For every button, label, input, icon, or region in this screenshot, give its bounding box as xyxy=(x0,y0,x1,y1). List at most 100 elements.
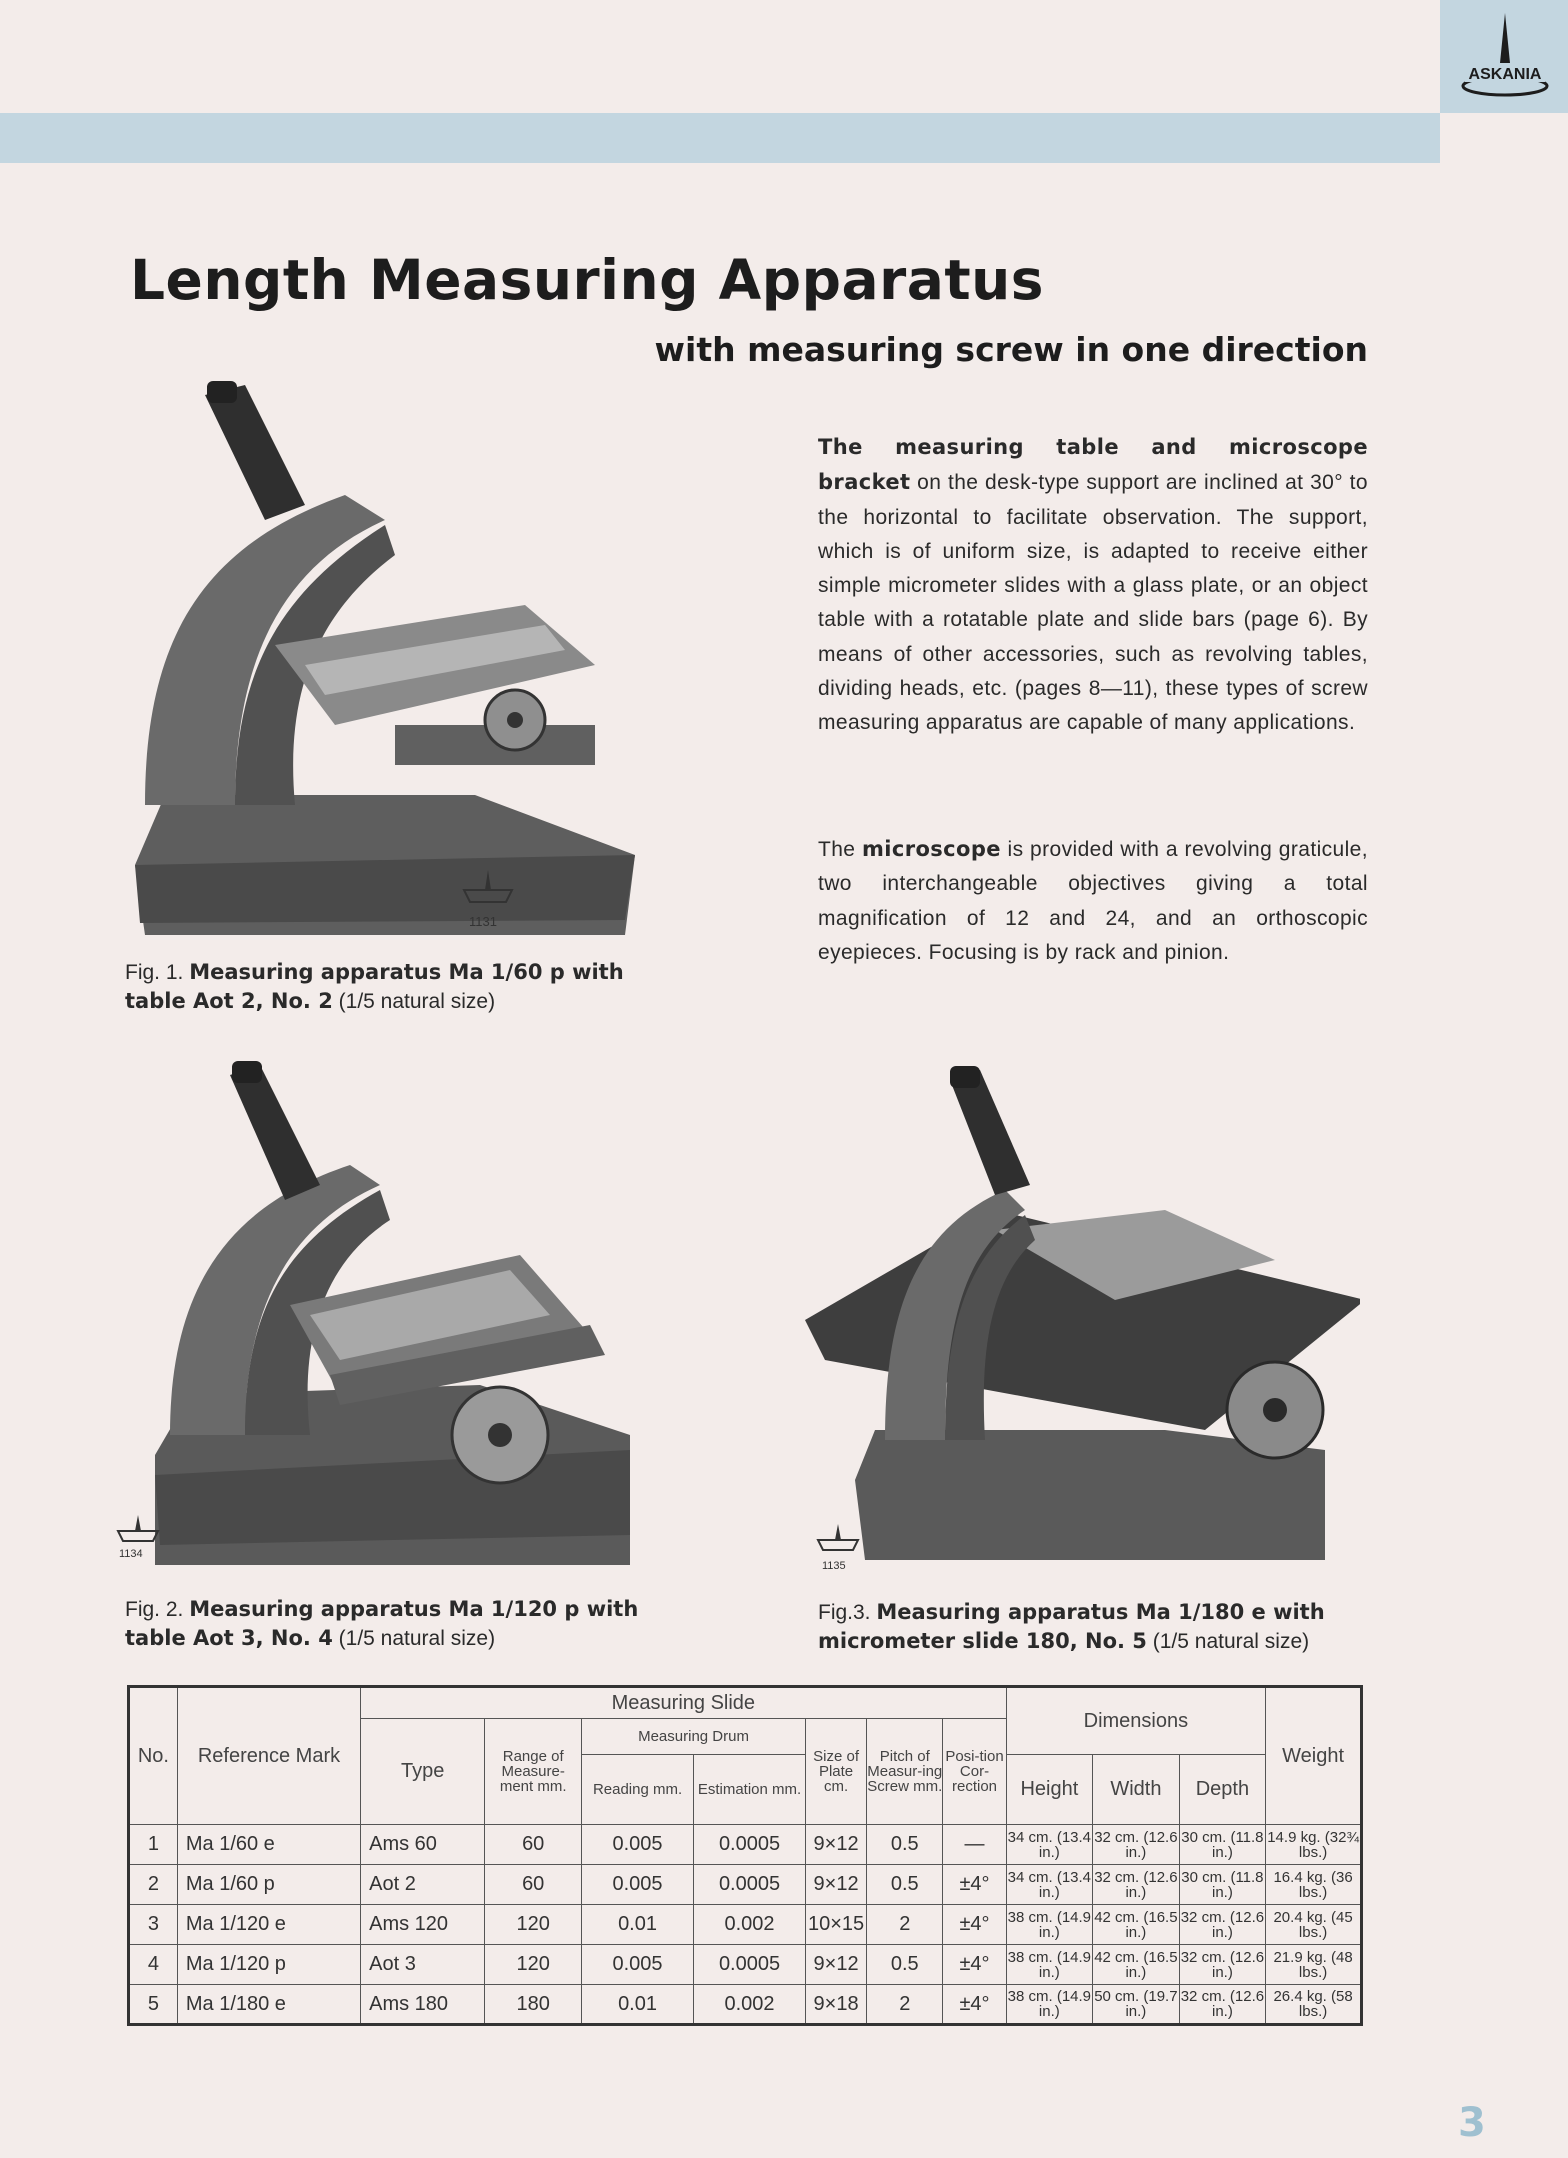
cell-reading: 0.005 xyxy=(581,1864,695,1905)
figure-3-caption: Fig.3. Measuring apparatus Ma 1/180 e wi… xyxy=(818,1598,1378,1656)
cell-depth: 32 cm. (12.6 in.) xyxy=(1178,1944,1267,1985)
intro-p1-bold: The measuring table and microscope brack… xyxy=(818,435,1368,495)
cell-weight: 14.9 kg. (32¾ lbs.) xyxy=(1265,1824,1362,1865)
cell-ref: Ma 1/120 p xyxy=(176,1944,362,1985)
intro-p2-pre: The xyxy=(818,838,862,861)
cell-type: Ams 180 xyxy=(360,1984,486,2025)
cell-weight: 16.4 kg. (36 lbs.) xyxy=(1265,1864,1362,1905)
cell-size: 9×18 xyxy=(805,1984,868,2025)
figure-2-scale: (1/5 natural size) xyxy=(332,1627,496,1650)
askania-logo-icon: ASKANIA xyxy=(1461,13,1549,97)
cell-weight: 26.4 kg. (58 lbs.) xyxy=(1265,1984,1362,2025)
figure-3-scale: (1/5 natural size) xyxy=(1146,1630,1310,1653)
cell-depth: 32 cm. (12.6 in.) xyxy=(1178,1904,1267,1945)
page-number: 3 xyxy=(1458,2100,1486,2146)
header-weight: Weight xyxy=(1265,1686,1362,1825)
figure-1-scale: (1/5 natural size) xyxy=(332,990,496,1013)
table-row: 3 Ma 1/120 e Ams 120 120 0.01 0.002 10×1… xyxy=(128,1904,1362,1945)
cell-size: 9×12 xyxy=(805,1824,868,1865)
header-band xyxy=(0,113,1440,163)
cell-pitch: 2 xyxy=(866,1984,944,2025)
intro-p1-text: on the desk-type support are inclined at… xyxy=(818,471,1368,735)
figure-3-title: Measuring apparatus Ma 1/180 e with micr… xyxy=(818,1600,1325,1653)
header-range: Range of Measure-ment mm. xyxy=(484,1718,583,1825)
cell-no: 1 xyxy=(128,1824,178,1865)
cell-no: 4 xyxy=(128,1944,178,1985)
cell-height: 38 cm. (14.9 in.) xyxy=(1005,1984,1094,2025)
cell-position: — xyxy=(942,1824,1007,1865)
intro-p2-bold: microscope xyxy=(861,837,1001,861)
cell-size: 9×12 xyxy=(805,1944,868,1985)
figure-1-title: Measuring apparatus Ma 1/60 p with table… xyxy=(125,960,624,1013)
cell-ref: Ma 1/60 p xyxy=(176,1864,362,1905)
figure-3-label: Fig.3. xyxy=(818,1601,877,1624)
cell-type: Aot 2 xyxy=(360,1864,486,1905)
cell-depth: 32 cm. (12.6 in.) xyxy=(1178,1984,1267,2025)
header-reading: Reading mm. xyxy=(581,1754,695,1825)
cell-no: 3 xyxy=(128,1904,178,1945)
cell-width: 42 cm. (16.5 in.) xyxy=(1092,1904,1180,1945)
table-row: 5 Ma 1/180 e Ams 180 180 0.01 0.002 9×18… xyxy=(128,1984,1362,2025)
logo-text: ASKANIA xyxy=(1469,66,1542,83)
askania-mark-icon xyxy=(816,1524,860,1551)
cell-width: 50 cm. (19.7 in.) xyxy=(1092,1984,1180,2025)
header-no: No. xyxy=(128,1686,178,1825)
cell-estimation: 0.0005 xyxy=(693,1944,807,1985)
figure-2-caption: Fig. 2. Measuring apparatus Ma 1/120 p w… xyxy=(125,1595,645,1653)
cell-position: ±4° xyxy=(942,1944,1007,1985)
cell-estimation: 0.0005 xyxy=(693,1824,807,1865)
figure-1-apparatus-photo xyxy=(135,381,635,935)
cell-type: Aot 3 xyxy=(360,1944,486,1985)
cell-position: ±4° xyxy=(942,1864,1007,1905)
cell-ref: Ma 1/180 e xyxy=(176,1984,362,2025)
cell-estimation: 0.002 xyxy=(693,1904,807,1945)
cell-ref: Ma 1/120 e xyxy=(176,1904,362,1945)
askania-mark-icon xyxy=(462,870,514,903)
header-estimation: Estimation mm. xyxy=(693,1754,807,1825)
intro-paragraph-1: The measuring table and microscope brack… xyxy=(818,430,1368,741)
figure-1-label: Fig. 1. xyxy=(125,961,190,984)
cell-type: Ams 60 xyxy=(360,1824,486,1865)
page-title: Length Measuring Apparatus xyxy=(130,248,1045,312)
header-plate-size: Size of Plate cm. xyxy=(805,1718,868,1825)
header-measuring-slide: Measuring Slide xyxy=(360,1686,1007,1719)
cell-range: 60 xyxy=(484,1824,583,1865)
cell-position: ±4° xyxy=(942,1904,1007,1945)
cell-range: 120 xyxy=(484,1944,583,1985)
table-row: 1 Ma 1/60 e Ams 60 60 0.005 0.0005 9×12 … xyxy=(128,1824,1362,1865)
cell-reading: 0.005 xyxy=(581,1824,695,1865)
cell-position: ±4° xyxy=(942,1984,1007,2025)
figure-1-number: 1131 xyxy=(469,914,497,929)
page-subtitle: with measuring screw in one direction xyxy=(654,330,1368,369)
figure-2-title: Measuring apparatus Ma 1/120 p with tabl… xyxy=(125,1597,639,1650)
header-dimensions: Dimensions xyxy=(1005,1686,1267,1755)
figure-2-number: 1134 xyxy=(119,1548,143,1560)
intro-p2-text: is provided with a revolving graticule, … xyxy=(818,838,1368,964)
cell-depth: 30 cm. (11.8 in.) xyxy=(1178,1864,1267,1905)
cell-pitch: 0.5 xyxy=(866,1944,944,1985)
cell-height: 34 cm. (13.4 in.) xyxy=(1005,1864,1094,1905)
header-depth: Depth xyxy=(1178,1754,1267,1825)
cell-height: 38 cm. (14.9 in.) xyxy=(1005,1904,1094,1945)
figure-3-apparatus-photo xyxy=(805,1066,1360,1560)
cell-no: 5 xyxy=(128,1984,178,2025)
header-pitch: Pitch of Measur-ing Screw mm. xyxy=(866,1718,944,1825)
cell-depth: 30 cm. (11.8 in.) xyxy=(1178,1824,1267,1865)
cell-range: 60 xyxy=(484,1864,583,1905)
header-type: Type xyxy=(360,1718,486,1825)
table-row: 2 Ma 1/60 p Aot 2 60 0.005 0.0005 9×12 0… xyxy=(128,1864,1362,1905)
header-width: Width xyxy=(1092,1754,1180,1825)
cell-ref: Ma 1/60 e xyxy=(176,1824,362,1865)
cell-height: 34 cm. (13.4 in.) xyxy=(1005,1824,1094,1865)
table-row: 4 Ma 1/120 p Aot 3 120 0.005 0.0005 9×12… xyxy=(128,1944,1362,1985)
cell-pitch: 0.5 xyxy=(866,1864,944,1905)
cell-height: 38 cm. (14.9 in.) xyxy=(1005,1944,1094,1985)
askania-logo: ASKANIA xyxy=(1440,0,1568,113)
intro-paragraph-2: The microscope is provided with a revolv… xyxy=(818,832,1368,970)
cell-size: 10×15 xyxy=(805,1904,868,1945)
cell-no: 2 xyxy=(128,1864,178,1905)
cell-estimation: 0.0005 xyxy=(693,1864,807,1905)
cell-reading: 0.01 xyxy=(581,1904,695,1945)
askania-mark-icon xyxy=(116,1515,160,1542)
header-height: Height xyxy=(1005,1754,1094,1825)
